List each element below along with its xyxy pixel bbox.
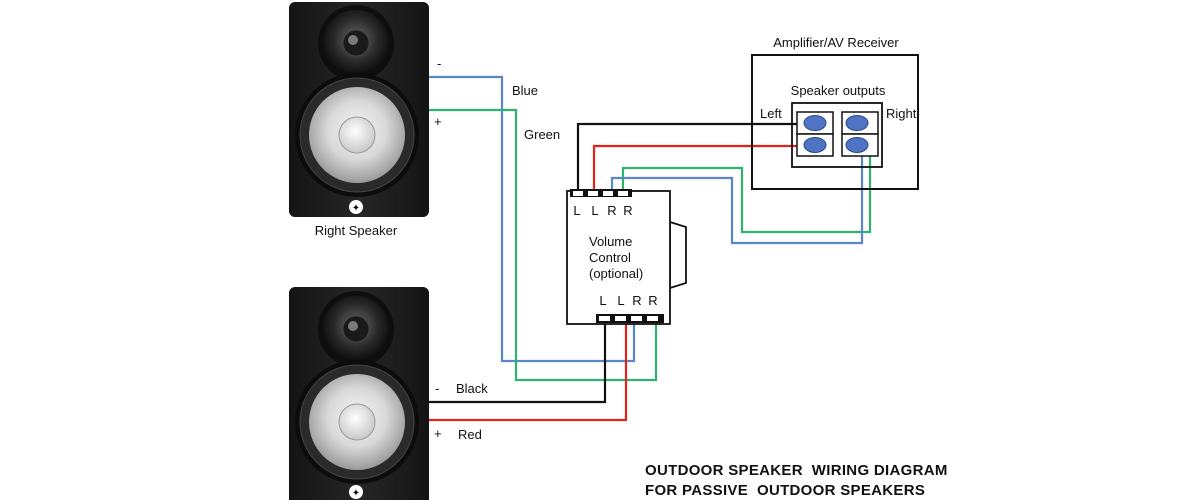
right-speaker-minus: - [437,56,441,71]
black-wire-left-speaker [429,317,607,404]
right-speaker: ✦ Right Speaker [289,2,429,238]
black-wire-label: Black [456,381,488,396]
right-speaker-logo-icon [349,200,363,214]
diagram-title-line1: OUTDOOR SPEAKER WIRING DIAGRAM [645,462,948,479]
volume-label-line2: Control [589,250,631,265]
amp-left-positive-terminal [803,115,827,131]
amplifier-title: Amplifier/AV Receiver [773,35,899,50]
speaker-outputs-label: Speaker outputs [791,83,886,98]
green-wire-right-speaker [429,108,658,382]
top-terminal-label-3: R [607,203,616,218]
top-terminal-label-4: R [623,203,632,218]
black-wire-amp-left [576,122,812,193]
amp-right-negative-terminal [845,137,869,153]
svg-text:✦: ✦ [352,488,360,499]
left-speaker-plus: + [434,426,442,441]
svg-text:✦: ✦ [352,203,360,214]
amp-left-negative-terminal [803,137,827,153]
volume-label-line1: Volume [589,234,632,249]
right-channel-label: Right [886,106,917,121]
top-terminal-label-2: L [591,203,598,218]
red-wire-left-speaker [429,317,628,422]
amplifier: Amplifier/AV Receiver Speaker outputs Le… [751,35,919,190]
left-channel-label: Left [760,106,782,121]
bottom-terminal-strip [596,314,664,323]
volume-knob [669,220,687,290]
diagram-title-line2: FOR PASSIVE OUTDOOR SPEAKERS [645,482,925,499]
amp-right-positive-terminal [845,115,869,131]
blue-wire-label: Blue [512,83,538,98]
left-speaker-minus: - [435,381,439,396]
bottom-terminal-label-2: L [617,293,624,308]
volume-control: L L R R Volume Control (optional) L L R … [566,189,687,325]
red-wire-amp-left [592,144,812,193]
volume-control-box [566,190,671,325]
bottom-terminal-label-4: R [648,293,657,308]
amplifier-box [751,54,919,190]
left-speaker: ✦ [289,287,429,500]
top-terminal-strip [570,189,632,197]
blue-wire-right-speaker [429,75,636,363]
right-speaker-plus: + [434,114,442,129]
right-speaker-caption: Right Speaker [315,223,398,238]
green-wire-label: Green [524,127,560,142]
volume-label-line3: (optional) [589,266,643,281]
top-terminal-label-1: L [573,203,580,218]
left-speaker-logo-icon [349,485,363,499]
bottom-terminal-label-1: L [599,293,606,308]
bottom-terminal-label-3: R [632,293,641,308]
red-wire-label: Red [458,427,482,442]
speaker-outputs-panel [791,102,883,168]
